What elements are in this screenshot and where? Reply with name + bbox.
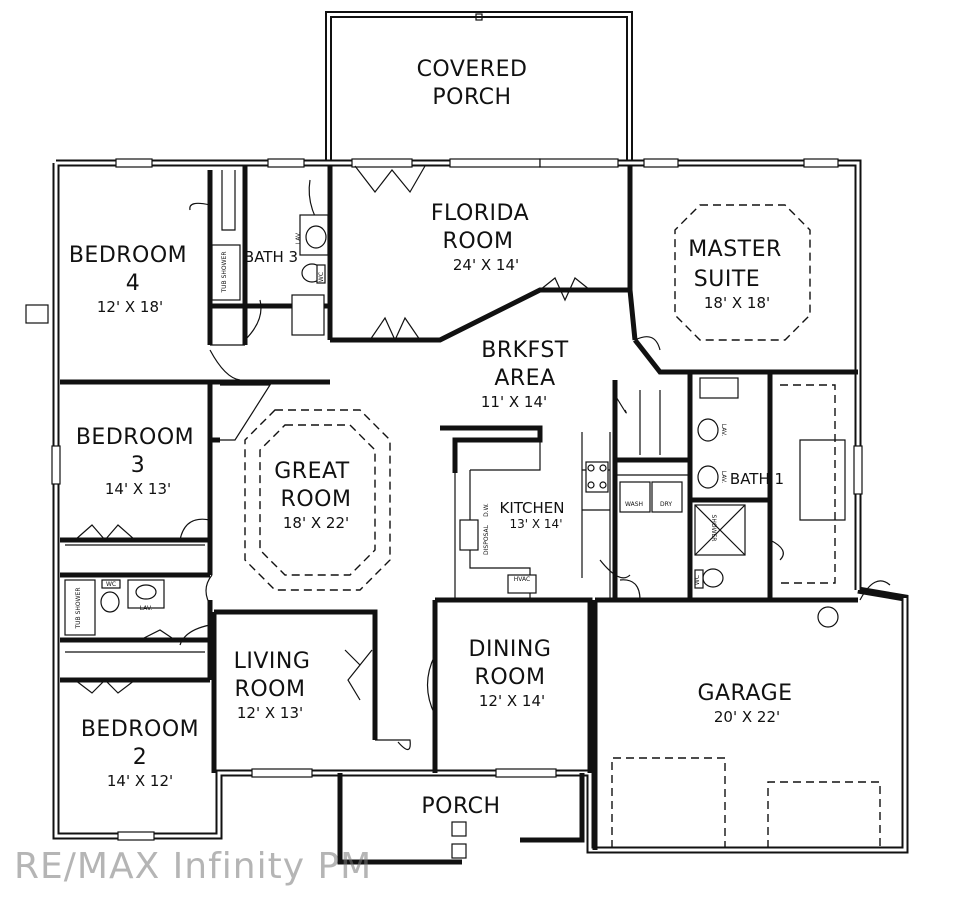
lav-label: LAV. — [295, 232, 302, 245]
master-suite-name-2: SUITE — [694, 267, 760, 292]
bedroom-4-name-2: 4 — [126, 271, 141, 296]
master-suite-name-1: MASTER — [688, 237, 782, 262]
exterior-walls — [52, 159, 909, 865]
dw-label: D.W. — [483, 503, 490, 517]
wc-label-hall: WC — [106, 581, 116, 588]
shower-label: SHOWER — [710, 515, 717, 542]
disposal-label: DISPOSAL — [483, 524, 490, 555]
dry-label: DRY — [660, 501, 672, 508]
covered-porch-name-2: PORCH — [432, 85, 511, 110]
living-room-dim: 12' X 13' — [237, 704, 303, 722]
bedroom-3-dim: 14' X 13' — [105, 480, 171, 498]
wc-label-bath1: WC — [694, 575, 701, 585]
hvac-label: HVAC — [514, 576, 530, 583]
watermark: RE/MAX Infinity PM — [14, 846, 373, 887]
lav-label-bath1: LAV. — [720, 424, 727, 437]
lav-label-bath1-2: LAV. — [720, 471, 727, 484]
dining-room-dim: 12' X 14' — [479, 692, 545, 710]
great-room-dim: 18' X 22' — [283, 514, 349, 532]
dining-room-name-2: ROOM — [475, 665, 546, 690]
tub-shower-label-hall: TUB SHOWER — [75, 587, 82, 629]
wc-label: WC — [318, 272, 325, 282]
master-suite-dim: 18' X 18' — [704, 294, 770, 312]
tub-shower-label: TUB SHOWER — [221, 251, 228, 293]
bedroom-4-name-1: BEDROOM — [69, 243, 187, 268]
bedroom-2-name-1: BEDROOM — [81, 717, 199, 742]
florida-room-name-1: FLORIDA — [431, 201, 529, 226]
kitchen-dim: 13' X 14' — [510, 517, 563, 531]
kitchen-name: KITCHEN — [500, 499, 565, 517]
brkfst-area-dim: 11' X 14' — [481, 393, 547, 411]
dining-room-name-1: DINING — [469, 637, 552, 662]
bedroom-2-dim: 14' X 12' — [107, 772, 173, 790]
garage-dim: 20' X 22' — [714, 708, 780, 726]
windows — [25, 158, 863, 841]
florida-room-dim: 24' X 14' — [453, 256, 519, 274]
bath-1-name: BATH 1 — [730, 470, 784, 488]
bedroom-3-name-1: BEDROOM — [76, 425, 194, 450]
covered-porch-structure — [325, 11, 633, 162]
living-room-name-2: ROOM — [235, 677, 306, 702]
garage-name: GARAGE — [697, 681, 792, 706]
covered-porch-name-1: COVERED — [417, 57, 528, 82]
lav-label-hall: LAV. — [140, 605, 153, 612]
bedroom-4-dim: 12' X 18' — [97, 298, 163, 316]
porch-name: PORCH — [421, 794, 500, 819]
brkfst-area-name-2: AREA — [494, 366, 555, 391]
great-room-name-2: ROOM — [281, 487, 352, 512]
interior-walls — [60, 166, 858, 850]
wash-label: WASH — [625, 501, 643, 508]
tray-ceilings — [244, 204, 881, 848]
living-room-name-1: LIVING — [234, 649, 311, 674]
bath-3-name: BATH 3 — [244, 248, 298, 266]
brkfst-area-name-1: BRKFST — [481, 338, 569, 363]
bedroom-2-name-2: 2 — [133, 745, 148, 770]
bedroom-3-name-2: 3 — [131, 453, 146, 478]
great-room-name-1: GREAT — [274, 459, 350, 484]
fixtures — [64, 214, 839, 636]
florida-room-name-2: ROOM — [443, 229, 514, 254]
room-labels: COVERED PORCH FLORIDA ROOM 24' X 14' MAS… — [69, 57, 792, 819]
fixture-labels: LAV. WC TUB SHOWER TUB SHOWER WC LAV. LA… — [75, 232, 727, 630]
